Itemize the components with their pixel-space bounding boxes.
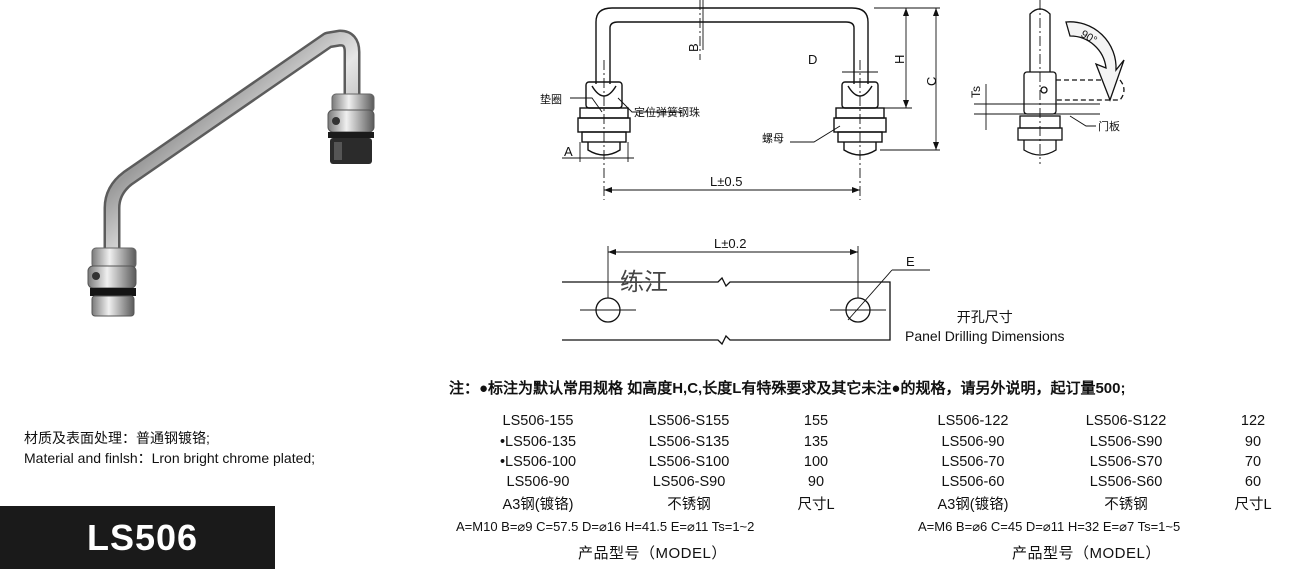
spec-block-left: LS506-155 LS506-S155 155 •LS506-135 LS50… (470, 411, 870, 514)
label-door: 门板 (1098, 119, 1120, 133)
panel-title-en: Panel Drilling Dimensions (905, 328, 1065, 344)
panel-title-cn: 开孔尺寸 (956, 309, 1013, 325)
table-cell: •LS506-100 (499, 453, 577, 470)
table-cell: LS506-S100 (648, 453, 730, 470)
label-b: B (686, 43, 701, 52)
model-label: LS506 (86, 516, 199, 558)
table-cell: LS506-70 (941, 453, 1005, 470)
label-d: D (808, 52, 817, 67)
table-header: A3钢(镀铬) (937, 496, 1009, 513)
spec-block-right: LS506-122 LS506-S122 122 LS506-90 LS506-… (905, 411, 1305, 514)
label-nut: 螺母 (762, 132, 784, 145)
table-cell: LS506-60 (941, 474, 1005, 491)
params-right: A=M6 B=⌀6 C=45 D=⌀11 H=32 E=⌀7 Ts=1~5 (918, 519, 1181, 534)
label-spring-washer: 弹簧垫圈 (540, 92, 562, 106)
table-cell: LS506-90 (506, 474, 570, 491)
table-cell: 100 (803, 453, 829, 470)
table-cell: LS506-S90 (652, 474, 726, 491)
table-cell: LS506-122 (937, 413, 1009, 430)
order-note: 注：●标注为默认常用规格 如高度H,C,长度L有特殊要求及其它未注●的规格，请另… (449, 380, 1126, 397)
spec-table-left: LS506-155 LS506-S155 155 •LS506-135 LS50… (470, 411, 860, 514)
watermark: 练江 (620, 268, 668, 296)
panel-drilling-title: 开孔尺寸 Panel Drilling Dimensions (905, 308, 1065, 346)
table-header: 尺寸L (797, 496, 835, 513)
table-cell: 135 (803, 433, 829, 450)
rotate-arrow-icon (1065, 21, 1125, 102)
label-l02: L±0.2 (714, 236, 746, 251)
table-header: 不锈钢 (667, 496, 711, 513)
table-row: LS506-60 LS506-S60 60 (905, 472, 1295, 492)
chrome-folding-handle-icon (87, 29, 375, 317)
table-row: LS506-90 LS506-S90 90 (905, 431, 1295, 451)
table-cell: 90 (807, 474, 825, 491)
table-cell: LS506-S122 (1085, 413, 1167, 430)
table-cell: LS506-S155 (648, 413, 730, 430)
label-ball: 定位弹簧钢珠 (634, 105, 700, 119)
table-header: 不锈钢 (1104, 496, 1148, 513)
table-cell: 60 (1244, 474, 1262, 491)
table-header: A3钢(镀铬) (502, 496, 574, 513)
model-caption-left: 产品型号（MODEL） (578, 545, 727, 562)
model-label-box: LS506 (0, 506, 275, 569)
table-header: 尺寸L (1234, 496, 1272, 513)
side-view-drawing: B H C D A L±0.5 弹簧垫圈 定位弹簧钢珠 螺母 (540, 0, 940, 200)
table-cell: LS506-S135 (648, 433, 730, 450)
table-cell: LS506-S60 (1089, 474, 1163, 491)
label-ts: Ts (969, 86, 983, 98)
label-c: C (924, 77, 939, 86)
label-a: A (564, 144, 573, 159)
label-l05: L±0.5 (710, 174, 742, 189)
product-photo (87, 29, 375, 317)
params-left: A=M10 B=⌀9 C=57.5 D=⌀16 H=41.5 E=⌀11 Ts=… (456, 519, 755, 534)
label-h: H (892, 55, 907, 64)
table-cell: 155 (803, 413, 829, 430)
panel-drilling-drawing: L±0.2 E (562, 236, 930, 346)
table-cell: LS506-90 (941, 433, 1005, 450)
table-row: LS506-90 LS506-S90 90 (470, 472, 860, 492)
table-row: LS506-155 LS506-S155 155 (470, 411, 860, 431)
table-row: •LS506-135 LS506-S135 135 (470, 431, 860, 451)
material-info: 材质及表面处理：普通钢镀铬; Material and finlsh：Lron … (24, 428, 315, 468)
rotation-drawing: 90° Ts 门板 (969, 0, 1125, 164)
table-row: LS506-70 LS506-S70 70 (905, 452, 1295, 472)
spec-table-right: LS506-122 LS506-S122 122 LS506-90 LS506-… (905, 411, 1295, 514)
material-en: Material and finlsh：Lron bright chrome p… (24, 450, 316, 466)
material-cn: 材质及表面处理：普通钢镀铬; (24, 430, 210, 446)
table-cell: 90 (1244, 433, 1262, 450)
table-cell: 122 (1240, 413, 1266, 430)
table-cell: 70 (1244, 453, 1262, 470)
table-row: •LS506-100 LS506-S100 100 (470, 452, 860, 472)
model-caption-right: 产品型号（MODEL） (1012, 545, 1161, 562)
table-cell: LS506-S70 (1089, 453, 1163, 470)
table-cell: LS506-155 (502, 413, 574, 430)
table-cell: •LS506-135 (499, 433, 577, 450)
label-e: E (906, 254, 915, 269)
table-header-row: A3钢(镀铬) 不锈钢 尺寸L (470, 493, 860, 514)
table-cell: LS506-S90 (1089, 433, 1163, 450)
table-row: LS506-122 LS506-S122 122 (905, 411, 1295, 431)
table-header-row: A3钢(镀铬) 不锈钢 尺寸L (905, 493, 1295, 514)
